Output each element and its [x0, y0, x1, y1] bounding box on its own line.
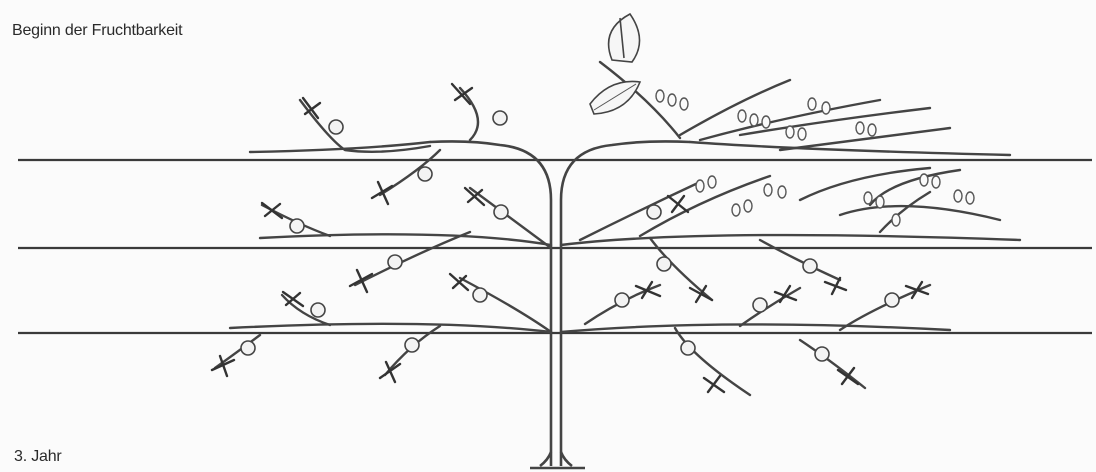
branch-tier-bottom: [215, 278, 950, 395]
leaves: [590, 14, 640, 114]
fruit-clusters: [656, 90, 974, 226]
pruning-cuts: [212, 84, 928, 392]
branch-tier-middle: [260, 168, 1020, 300]
